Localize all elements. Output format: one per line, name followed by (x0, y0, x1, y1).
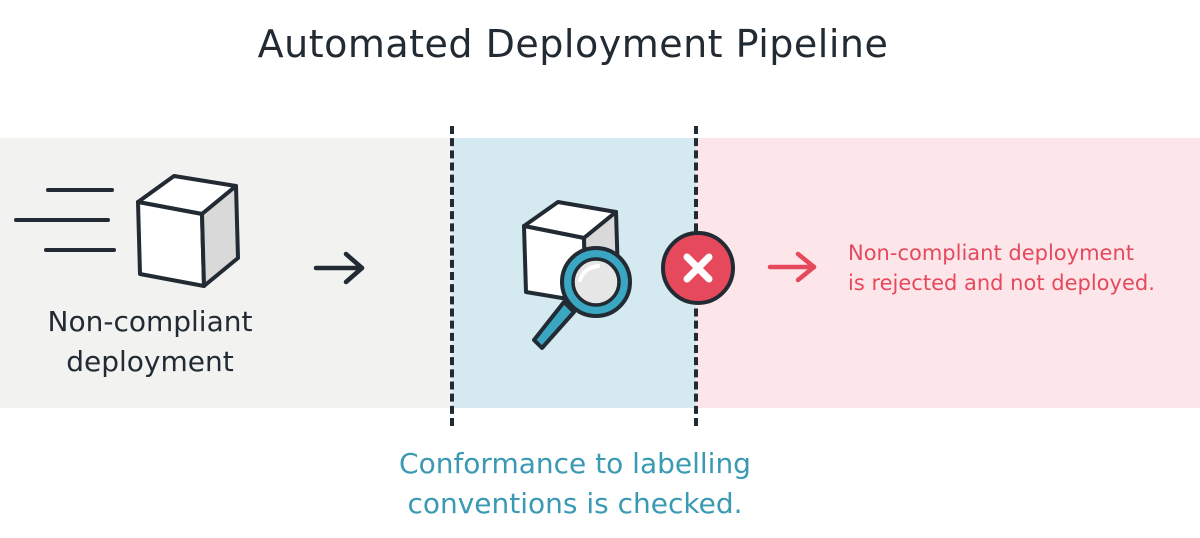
arrow-right-icon (313, 251, 365, 285)
result-label-line-1: Non-compliant deployment (848, 241, 1134, 265)
input-label-line-1: Non-compliant (47, 305, 253, 338)
result-stage-band (696, 138, 1200, 408)
cube-icon (136, 174, 240, 288)
check-stage-label: Conformance to labelling conventions is … (360, 444, 790, 524)
magnifier-icon (532, 246, 632, 350)
reject-arrow-icon (767, 251, 817, 283)
speed-lines-icon (14, 188, 116, 252)
input-label-line-2: deployment (66, 345, 234, 378)
stage-divider-left (450, 126, 454, 426)
diagram-title: Automated Deployment Pipeline (257, 22, 889, 66)
result-stage-label: Non-compliant deployment is rejected and… (848, 238, 1155, 298)
check-label-line-2: conventions is checked. (407, 487, 743, 520)
reject-x-icon (661, 231, 735, 305)
check-label-line-1: Conformance to labelling (399, 447, 751, 480)
result-label-line-2: is rejected and not deployed. (848, 271, 1155, 295)
input-stage-label: Non-compliant deployment (30, 302, 270, 382)
